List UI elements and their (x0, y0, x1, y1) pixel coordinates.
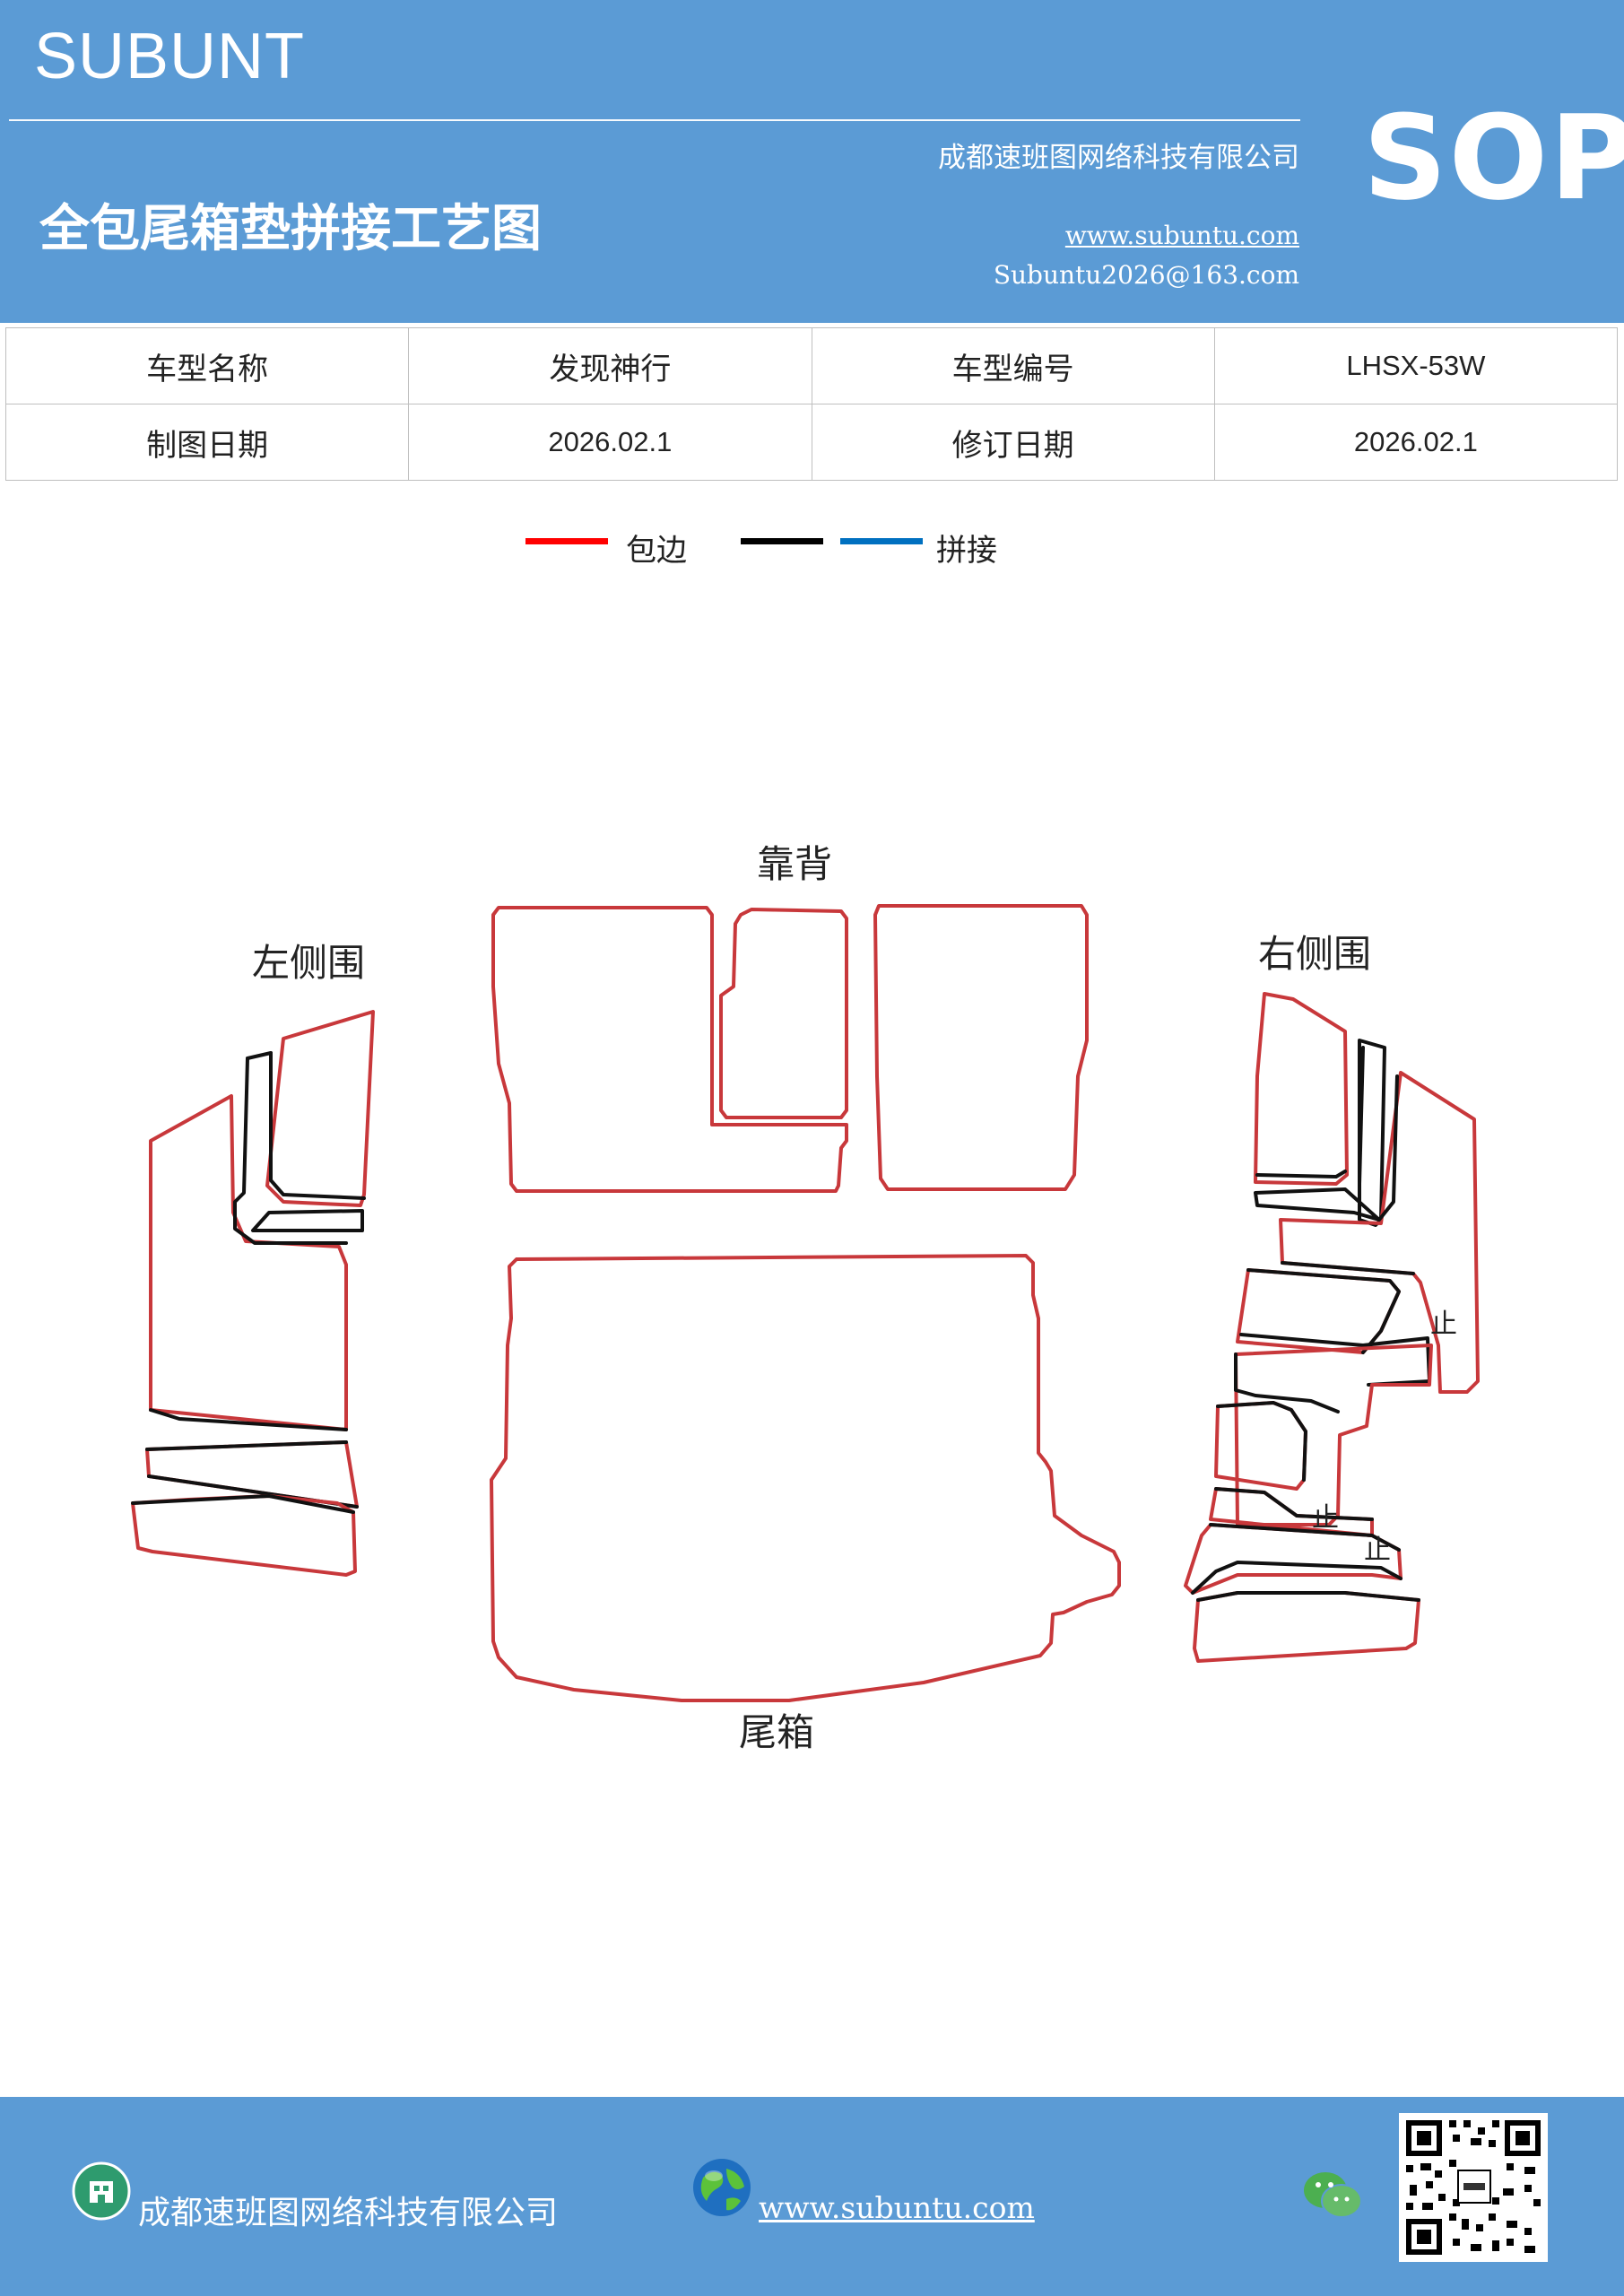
header-banner: SUBUNT 成都速班图网络科技有限公司 全包尾箱垫拼接工艺图 www.subu… (0, 0, 1624, 323)
table-row: 车型名称 发现神行 车型编号 LHSX-53W (4, 327, 1619, 404)
draw-date-value: 2026.02.1 (408, 404, 812, 481)
revise-date-label: 修订日期 (811, 404, 1215, 481)
building-icon (72, 2161, 131, 2221)
table-row: 制图日期 2026.02.1 修订日期 2026.02.1 (4, 404, 1619, 481)
model-code-value: LHSX-53W (1213, 327, 1619, 404)
header-divider (9, 119, 1300, 121)
splice-diagram: 靠背 左侧围 右侧围 尾箱 止 止 止 (131, 842, 1480, 1754)
legend: 包边 拼接 (0, 520, 1624, 574)
legend-edge-swatch (525, 538, 608, 544)
draw-date-label: 制图日期 (4, 404, 410, 481)
header-company: 成都速班图网络科技有限公司 (938, 142, 1299, 174)
legend-splice-label: 拼接 (936, 533, 997, 569)
trunk-label: 尾箱 (739, 1710, 814, 1754)
right-side-outer-piece (1279, 1071, 1480, 1394)
header-website-link[interactable]: www.subuntu.com (1064, 221, 1299, 250)
stop-mark: 止 (1364, 1535, 1391, 1566)
legend-splice-blue-swatch (840, 538, 923, 544)
left-side-upper-piece (265, 1010, 375, 1207)
globe-icon (693, 2159, 751, 2216)
backrest-right-piece (873, 904, 1089, 1191)
left-side-main-piece (149, 1094, 348, 1431)
vehicle-info-table: 车型名称 发现神行 车型编号 LHSX-53W 制图日期 2026.02.1 修… (4, 327, 1619, 481)
right-side-small-piece (1214, 1401, 1307, 1491)
brand-logo-text: SUBUNT (34, 21, 306, 92)
right-side-wide-piece (1234, 1344, 1433, 1526)
right-side-top-piece (1254, 992, 1349, 1186)
legend-splice-black-swatch (741, 538, 823, 544)
stop-mark: 止 (1430, 1309, 1457, 1340)
qr-code-image (1406, 2120, 1541, 2255)
qr-code (1399, 2113, 1548, 2262)
backrest-center-piece (719, 908, 848, 1119)
backrest-label: 靠背 (757, 842, 832, 886)
footer-banner: 成都速班图网络科技有限公司 www.subuntu.com (0, 2097, 1624, 2296)
right-side-label: 右侧围 (1258, 932, 1371, 976)
sop-badge: SOP (1363, 90, 1624, 226)
model-code-label: 车型编号 (811, 327, 1215, 404)
backrest-left-piece (491, 906, 848, 1193)
page-title: 全包尾箱垫拼接工艺图 (39, 199, 542, 258)
right-side-bottom-piece (1193, 1591, 1420, 1663)
footer-website-link[interactable]: www.subuntu.com (759, 2190, 1035, 2225)
revise-date-value: 2026.02.1 (1213, 404, 1619, 481)
wechat-icon (1304, 2172, 1362, 2218)
footer-company: 成都速班图网络科技有限公司 (138, 2195, 559, 2231)
trunk-piece (490, 1254, 1121, 1702)
left-side-label: 左侧围 (252, 941, 365, 985)
model-name-value: 发现神行 (408, 327, 812, 404)
model-name-label: 车型名称 (4, 327, 410, 404)
stop-mark: 止 (1312, 1502, 1339, 1534)
header-email-link[interactable]: Subuntu2026@163.com (993, 260, 1299, 290)
legend-edge-label: 包边 (626, 533, 687, 569)
